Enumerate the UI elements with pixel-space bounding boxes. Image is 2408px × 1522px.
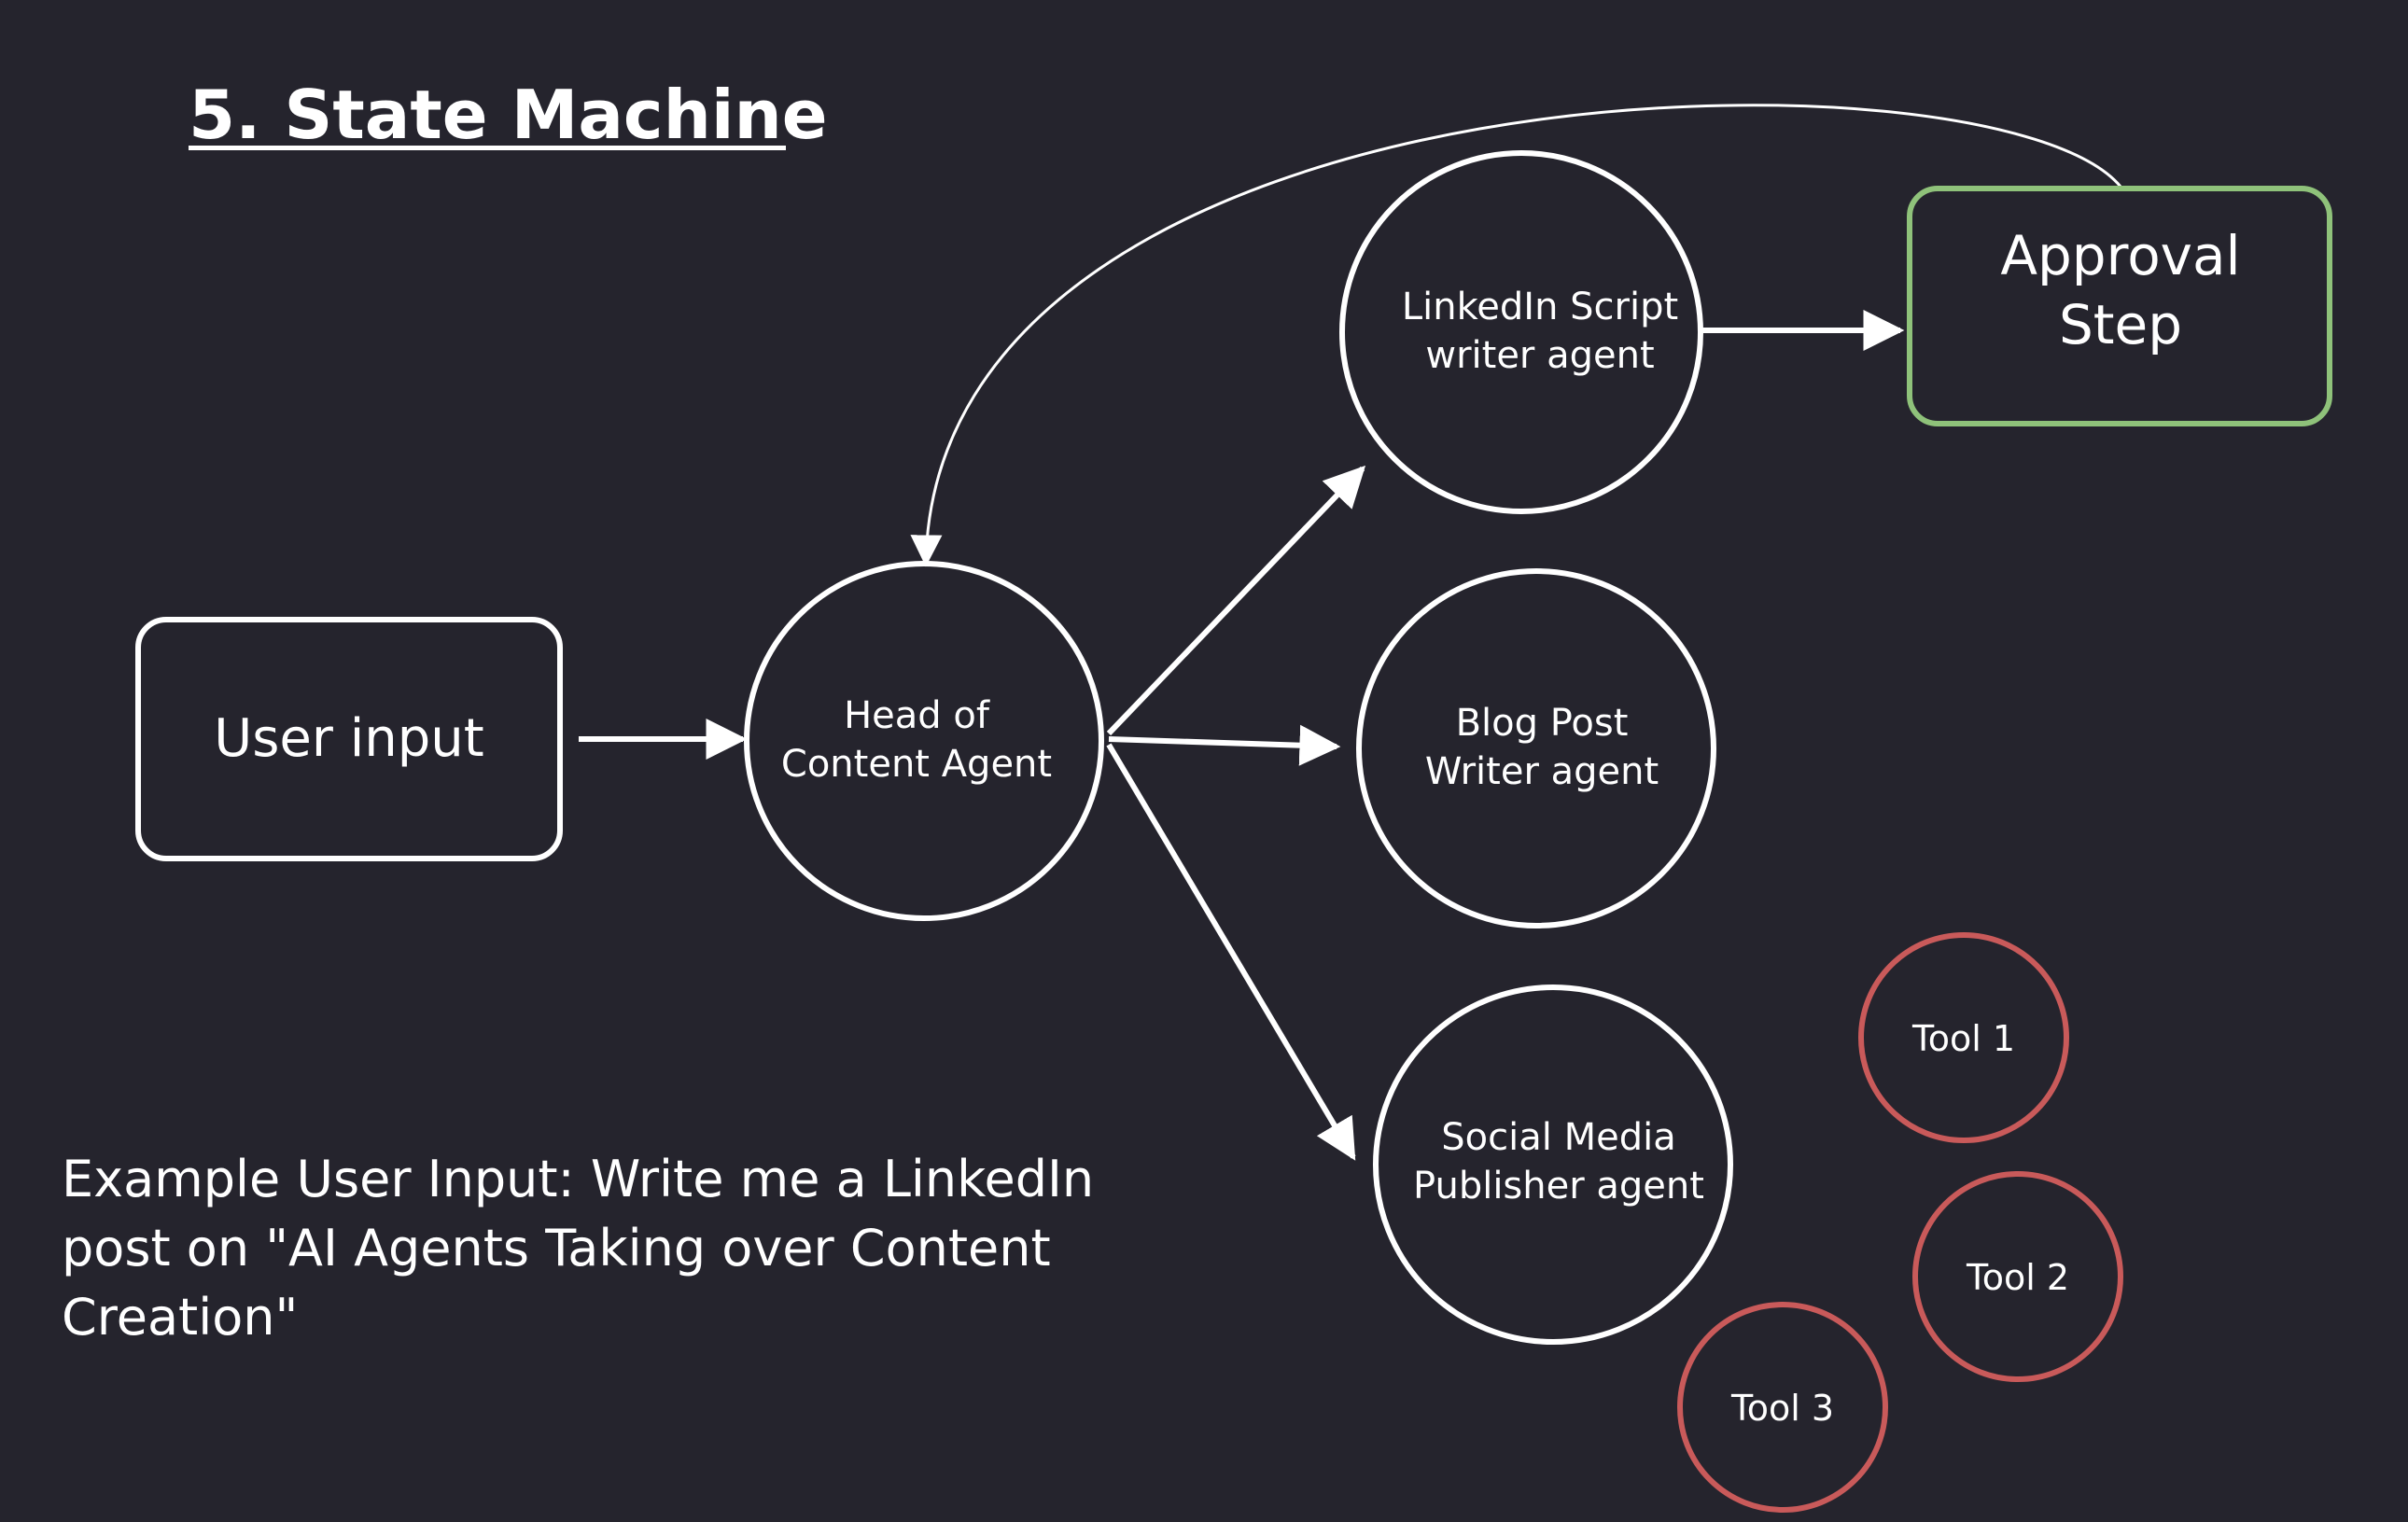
node-blog-label-line-1: Blog Post bbox=[1456, 702, 1629, 745]
node-head-of-content: Head of Content Agent bbox=[744, 561, 1104, 921]
slide-title-underline bbox=[189, 146, 786, 150]
example-line-2: post on "AI Agents Taking over Content bbox=[62, 1219, 1051, 1278]
node-blog-label-line-2: Writer agent bbox=[1425, 750, 1659, 793]
node-tool-3-label: Tool 3 bbox=[1730, 1388, 1834, 1429]
node-linkedin-label-line-1: LinkedIn Script bbox=[1402, 286, 1678, 328]
node-tool-3: Tool 3 bbox=[1677, 1302, 1888, 1513]
edge-head-to-social bbox=[1106, 743, 1356, 1161]
node-head-label-line-2: Content Agent bbox=[781, 743, 1052, 786]
node-approval-label-line-2: Step bbox=[2059, 293, 2182, 356]
edge-head-to-blog bbox=[1108, 724, 1341, 766]
node-linkedin-writer: LinkedIn Script writer agent bbox=[1339, 150, 1703, 514]
node-social-label-line-1: Social Media bbox=[1441, 1116, 1675, 1159]
edge-approval-to-head bbox=[910, 104, 2122, 567]
example-line-1: Example User Input: Write me a LinkedIn bbox=[62, 1150, 1094, 1208]
node-tool-1-label: Tool 1 bbox=[1911, 1018, 2015, 1059]
edge-head-to-linkedin bbox=[1106, 465, 1366, 736]
node-blog-writer: Blog Post Writer agent bbox=[1356, 568, 1716, 929]
node-tool-2: Tool 2 bbox=[1912, 1171, 2123, 1382]
node-user-input: User input bbox=[135, 617, 563, 861]
node-approval-label-line-1: Approval bbox=[2000, 224, 2240, 287]
example-line-3: Creation" bbox=[62, 1288, 298, 1347]
node-tool-2-label: Tool 2 bbox=[1966, 1257, 2069, 1298]
example-user-input: Example User Input: Write me a LinkedIn … bbox=[62, 1150, 1094, 1347]
node-linkedin-label-line-2: writer agent bbox=[1425, 334, 1654, 377]
node-head-label-line-1: Head of bbox=[844, 694, 990, 737]
node-user-input-label: User input bbox=[214, 708, 484, 769]
node-social-publisher: Social Media Publisher agent bbox=[1373, 984, 1733, 1345]
node-social-label-line-2: Publisher agent bbox=[1413, 1165, 1704, 1208]
node-approval-step: Approval Step bbox=[1907, 186, 2332, 426]
node-tool-1: Tool 1 bbox=[1858, 932, 2069, 1143]
slide-title: 5. State Machine bbox=[189, 76, 828, 154]
